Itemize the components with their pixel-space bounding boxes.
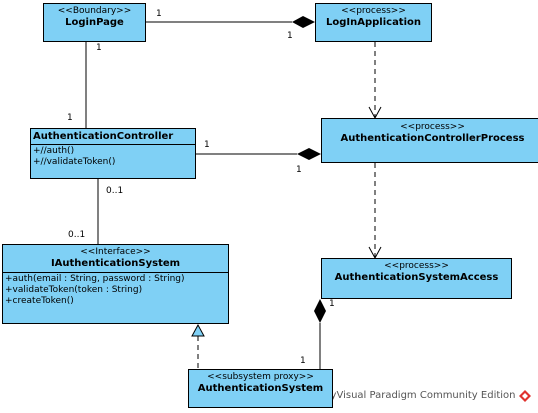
composition-diamond-controllerprocess [297,148,321,160]
operation: +validateToken(token : String) [5,285,143,295]
class-name: LoginPage [65,17,124,28]
class-authentication-system[interactable]: <<subsystem proxy>> AuthenticationSystem [188,369,333,408]
watermark: Powered ByVisual Paradigm Community Edit… [278,390,531,402]
class-name: LogInApplication [325,17,422,28]
class-authentication-system-access[interactable]: <<process>> AuthenticationSystemAccess [321,258,512,299]
operation: +createToken() [5,296,74,306]
multiplicity-label: 1 [204,140,210,150]
stereotype-label: <<Boundary>> [57,6,132,16]
multiplicity-label: 1 [156,9,162,19]
stereotype-label: <<process>> [384,261,449,271]
multiplicity-label: 1 [300,356,306,366]
stereotype-label: <<Interface>> [80,247,151,257]
class-name: IAuthenticationSystem [50,258,181,269]
class-name: AuthenticationControllerProcess [340,133,525,144]
composition-diamond-loginapp [292,16,315,28]
multiplicity-label: 1 [287,31,293,41]
multiplicity-label: 0..1 [68,230,86,240]
multiplicity-label: 1 [96,43,102,53]
class-name: AuthenticationSystem [197,383,324,394]
operations-compartment: +//auth() +//validateToken() [31,144,195,169]
operation: +//auth() [33,146,75,156]
class-login-page[interactable]: <<Boundary>> LoginPage [43,3,146,42]
operations-compartment: +auth(email : String, password : String)… [3,272,228,308]
class-authentication-controller[interactable]: AuthenticationController +//auth() +//va… [30,128,196,179]
class-name: AuthenticationSystemAccess [334,272,499,283]
composition-diamond-access [314,299,326,323]
class-login-application[interactable]: <<process>> LogInApplication [315,3,432,42]
visual-paradigm-logo-icon [518,390,531,402]
multiplicity-label: 0..1 [106,186,124,196]
class-authentication-controller-process[interactable]: <<process>> AuthenticationControllerProc… [321,118,538,163]
interface-iauthentication-system[interactable]: <<Interface>> IAuthenticationSystem +aut… [2,244,229,324]
operation: +auth(email : String, password : String) [5,274,185,284]
multiplicity-label: 1 [67,113,73,123]
stereotype-label: <<process>> [341,6,406,16]
stereotype-label: <<subsystem proxy>> [207,372,314,382]
watermark-text: Powered ByVisual Paradigm Community Edit… [278,390,516,401]
class-name: AuthenticationController [33,131,174,142]
multiplicity-label: 1 [329,299,335,309]
operation: +//validateToken() [33,157,116,167]
realization-arrowhead [191,323,205,337]
stereotype-label: <<process>> [400,122,465,132]
multiplicity-label: 1 [296,165,302,175]
